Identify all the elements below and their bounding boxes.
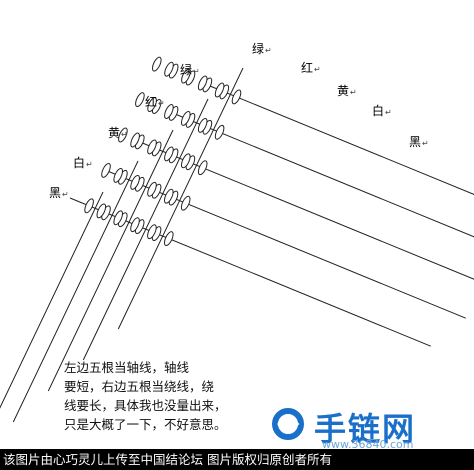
left-cord-label-text: 黑 — [49, 186, 62, 200]
caption-line: 只是大概了一下，不好意思。 — [64, 417, 227, 432]
right-cord-label: 红↵ — [301, 61, 321, 77]
right-cord — [104, 169, 466, 319]
right-cord — [209, 85, 474, 195]
right-cord — [174, 113, 474, 238]
knot-loop — [130, 217, 140, 233]
right-cord-label: 黄↵ — [337, 84, 357, 100]
knot-loop — [84, 198, 94, 214]
knot-loop — [197, 160, 208, 176]
footer-watermark: 该图片由心巧灵儿上传至中国结论坛 图片版权归原创者所有 — [0, 449, 474, 470]
left-cord — [0, 191, 104, 409]
caption-line: 线要长，具体我也没量出来， — [64, 398, 227, 413]
left-cord-label-text: 白 — [73, 156, 86, 170]
knot-loop — [152, 56, 162, 72]
logo-url: www.36840.com — [322, 438, 414, 451]
return-mark-icon: ↵ — [121, 130, 128, 139]
left-cord — [47, 129, 174, 392]
return-mark-icon: ↵ — [62, 190, 69, 199]
knot-loop — [180, 195, 191, 211]
knot-loop — [181, 68, 191, 84]
knot-loop — [197, 117, 208, 133]
right-cord-label: 绿↵ — [252, 42, 272, 58]
knot-loop — [147, 181, 157, 197]
left-cord-label: 黑↵ — [49, 186, 69, 202]
knot-loop — [181, 153, 191, 169]
left-cord-label: 红↵ — [145, 95, 165, 111]
knot-loop — [164, 146, 174, 162]
knot-loop — [130, 132, 140, 148]
left-cord-label: 白↵ — [73, 156, 93, 172]
right-cord-label: 黑↵ — [409, 135, 429, 151]
knot-loop — [214, 82, 225, 98]
return-mark-icon: ↵ — [314, 65, 321, 74]
right-cord-label-text: 白 — [372, 104, 385, 118]
knot-loop — [147, 224, 157, 240]
logo-text: 手链网 — [314, 410, 417, 448]
knot-loop — [197, 75, 208, 91]
right-cord-label-text: 绿 — [252, 42, 265, 56]
knot-loop — [164, 231, 174, 247]
right-cord-label-text: 黄 — [337, 84, 350, 98]
return-mark-icon: ↵ — [158, 99, 165, 108]
knot-loop — [113, 210, 123, 226]
return-mark-icon: ↵ — [385, 108, 392, 117]
knot-loop — [96, 203, 107, 219]
knot-loop — [181, 110, 191, 126]
knot-marks — [84, 56, 242, 247]
knot-loop — [135, 92, 145, 108]
caption-line: 左边五根当轴线，轴线 — [64, 360, 190, 375]
caption-line: 要短，右边五根当绕线，绕 — [64, 379, 215, 394]
knot-loop — [164, 61, 174, 77]
cord-lines — [0, 67, 474, 423]
return-mark-icon: ↵ — [350, 88, 357, 97]
knot-loop — [101, 162, 111, 178]
knot-loop — [164, 188, 174, 204]
knot-loop — [130, 174, 140, 190]
return-mark-icon: ↵ — [265, 46, 272, 55]
left-cord — [12, 160, 139, 423]
return-mark-icon: ↵ — [193, 67, 200, 76]
right-cord — [69, 197, 431, 347]
caption: 左边五根当轴线，轴线 要短，右边五根当绕线，绕 线要长，具体我也没量出来， 只是… — [64, 358, 227, 434]
left-cord-label-text: 绿 — [180, 63, 193, 77]
knot-loop — [118, 127, 128, 143]
left-cord-label-text: 红 — [145, 95, 158, 109]
knot-loop — [214, 124, 225, 140]
return-mark-icon: ↵ — [86, 160, 93, 169]
left-cord-label-text: 黄 — [108, 126, 121, 140]
knot-loop — [147, 139, 157, 155]
return-mark-icon: ↵ — [422, 139, 429, 148]
left-cord — [117, 67, 244, 330]
left-cord-label: 黄↵ — [108, 126, 128, 142]
knot-loop — [113, 167, 123, 183]
right-cord-label-text: 红 — [301, 61, 314, 75]
right-cord-label-text: 黑 — [409, 135, 422, 149]
left-cord-label: 绿↵ — [180, 63, 200, 79]
knot-loop — [231, 89, 242, 105]
knot-loop — [164, 104, 174, 119]
knot-loop — [147, 97, 157, 113]
site-logo-mark — [272, 408, 304, 440]
right-cord-label: 白↵ — [372, 104, 392, 120]
